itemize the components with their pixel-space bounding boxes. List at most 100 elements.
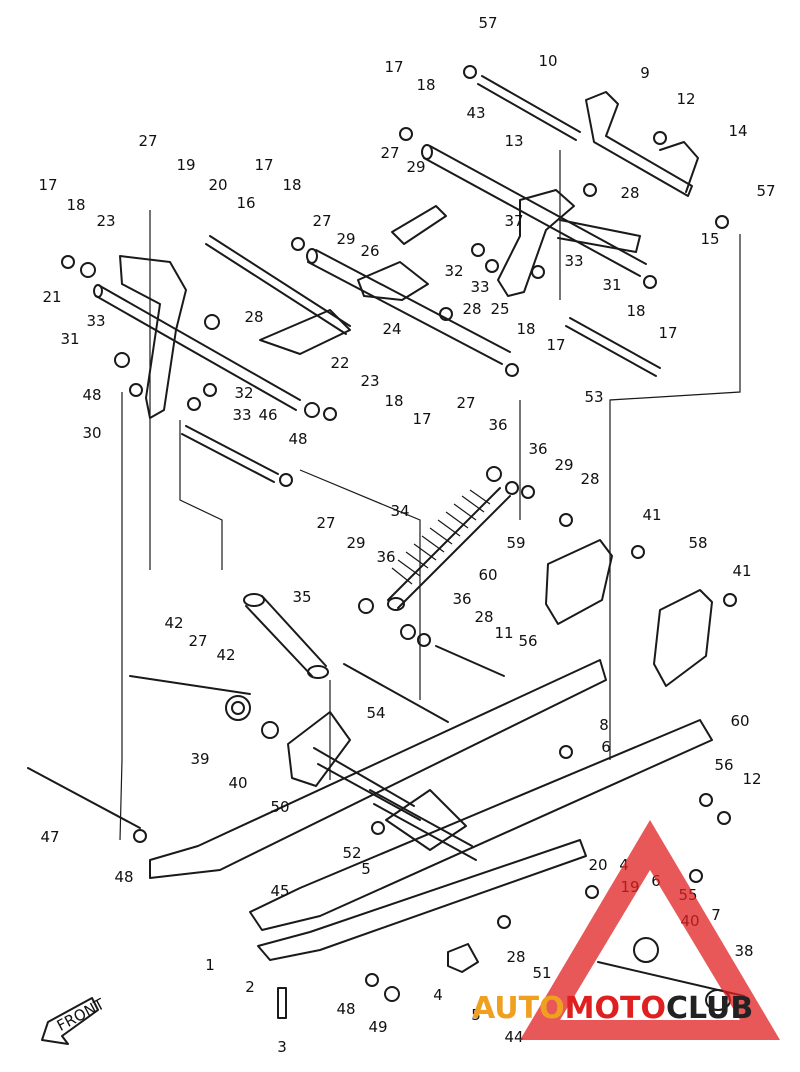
callout-36: 36 bbox=[452, 590, 471, 608]
callout-17: 17 bbox=[384, 58, 403, 76]
callout-29: 29 bbox=[346, 534, 365, 552]
callout-43: 43 bbox=[466, 104, 485, 122]
callout-39: 39 bbox=[190, 750, 209, 768]
fasteners bbox=[61, 65, 737, 1002]
callout-17: 17 bbox=[38, 176, 57, 194]
callout-3: 3 bbox=[277, 1038, 287, 1056]
arm-37 bbox=[497, 189, 641, 297]
callout-48: 48 bbox=[82, 386, 101, 404]
callout-32: 32 bbox=[444, 262, 463, 280]
watermark-triangle-icon bbox=[520, 820, 780, 1040]
callout-57: 57 bbox=[478, 14, 497, 32]
callout-41: 41 bbox=[642, 506, 661, 524]
callout-10: 10 bbox=[538, 52, 557, 70]
callout-7: 7 bbox=[711, 906, 721, 924]
callout-42: 42 bbox=[216, 646, 235, 664]
callout-19: 19 bbox=[176, 156, 195, 174]
callout-38: 38 bbox=[734, 942, 753, 960]
callout-45: 45 bbox=[270, 882, 289, 900]
callout-29: 29 bbox=[406, 158, 425, 176]
callout-48: 48 bbox=[336, 1000, 355, 1018]
callout-58: 58 bbox=[688, 534, 707, 552]
svg-text:AUTOMOTOCLUB: AUTOMOTOCLUB bbox=[472, 991, 753, 1026]
callout-46: 46 bbox=[258, 406, 277, 424]
callout-16: 16 bbox=[236, 194, 255, 212]
callout-37: 37 bbox=[504, 212, 523, 230]
callout-48: 48 bbox=[114, 868, 133, 886]
callout-25: 25 bbox=[490, 300, 509, 318]
callout-47: 47 bbox=[40, 828, 59, 846]
callout-22: 22 bbox=[330, 354, 349, 372]
callout-33: 33 bbox=[86, 312, 105, 330]
callout-28: 28 bbox=[474, 608, 493, 626]
callout-13: 13 bbox=[504, 132, 523, 150]
shaft-21 bbox=[93, 284, 301, 411]
callout-20: 20 bbox=[208, 176, 227, 194]
callout-27: 27 bbox=[312, 212, 331, 230]
callout-28: 28 bbox=[620, 184, 639, 202]
callout-6: 6 bbox=[651, 872, 661, 890]
callout-15: 15 bbox=[700, 230, 719, 248]
slide-rail-1 bbox=[149, 659, 713, 961]
callout-4: 4 bbox=[433, 986, 443, 1004]
callout-28: 28 bbox=[506, 948, 525, 966]
callout-23: 23 bbox=[360, 372, 379, 390]
callout-29: 29 bbox=[336, 230, 355, 248]
watermark-text-moto: MOTO bbox=[565, 991, 666, 1026]
shaft-13 bbox=[421, 144, 647, 277]
callout-60: 60 bbox=[730, 712, 749, 730]
arm-26 bbox=[391, 205, 447, 245]
bracket-9 bbox=[585, 91, 699, 197]
callout-53: 53 bbox=[584, 388, 603, 406]
callout-1: 1 bbox=[205, 956, 215, 974]
watermark-text-auto: AUTO bbox=[472, 991, 565, 1026]
callout-17: 17 bbox=[546, 336, 565, 354]
callout-27: 27 bbox=[138, 132, 157, 150]
callout-28: 28 bbox=[462, 300, 481, 318]
bolt-3 bbox=[277, 987, 287, 1019]
parts-illustration bbox=[27, 65, 745, 1045]
callout-49: 49 bbox=[368, 1018, 387, 1036]
callout-42: 42 bbox=[164, 614, 183, 632]
shock-34 bbox=[387, 487, 511, 611]
watermark-text-club: CLUB bbox=[666, 991, 753, 1026]
callout-2: 2 bbox=[245, 978, 255, 996]
callout-18: 18 bbox=[626, 302, 645, 320]
callout-18: 18 bbox=[282, 176, 301, 194]
callout-18: 18 bbox=[516, 320, 535, 338]
callout-24: 24 bbox=[382, 320, 401, 338]
callout-17: 17 bbox=[658, 324, 677, 342]
stopper-4 bbox=[447, 943, 479, 973]
bolt-54 bbox=[343, 663, 449, 723]
callout-18: 18 bbox=[66, 196, 85, 214]
callout-54: 54 bbox=[366, 704, 385, 722]
callout-18: 18 bbox=[416, 76, 435, 94]
callout-27: 27 bbox=[188, 632, 207, 650]
callout-18: 18 bbox=[384, 392, 403, 410]
callout-31: 31 bbox=[60, 330, 79, 348]
leader-lines bbox=[119, 150, 741, 841]
cross-member-50 bbox=[287, 711, 477, 861]
callout-41: 41 bbox=[732, 562, 751, 580]
callout-11: 11 bbox=[494, 624, 513, 642]
callout-36: 36 bbox=[528, 440, 547, 458]
front-direction-label: FRONT bbox=[54, 995, 108, 1035]
callout-56: 56 bbox=[714, 756, 733, 774]
callout-48: 48 bbox=[288, 430, 307, 448]
callout-6: 6 bbox=[601, 738, 611, 756]
callout-56: 56 bbox=[518, 632, 537, 650]
callout-33: 33 bbox=[232, 406, 251, 424]
callout-8: 8 bbox=[599, 716, 609, 734]
callout-31: 31 bbox=[602, 276, 621, 294]
callout-14: 14 bbox=[728, 122, 747, 140]
callout-33: 33 bbox=[470, 278, 489, 296]
callout-12: 12 bbox=[742, 770, 761, 788]
callout-27: 27 bbox=[316, 514, 335, 532]
callout-33: 33 bbox=[564, 252, 583, 270]
callout-52: 52 bbox=[342, 844, 361, 862]
callout-23: 23 bbox=[96, 212, 115, 230]
callout-17: 17 bbox=[254, 156, 273, 174]
callout-50: 50 bbox=[270, 798, 289, 816]
